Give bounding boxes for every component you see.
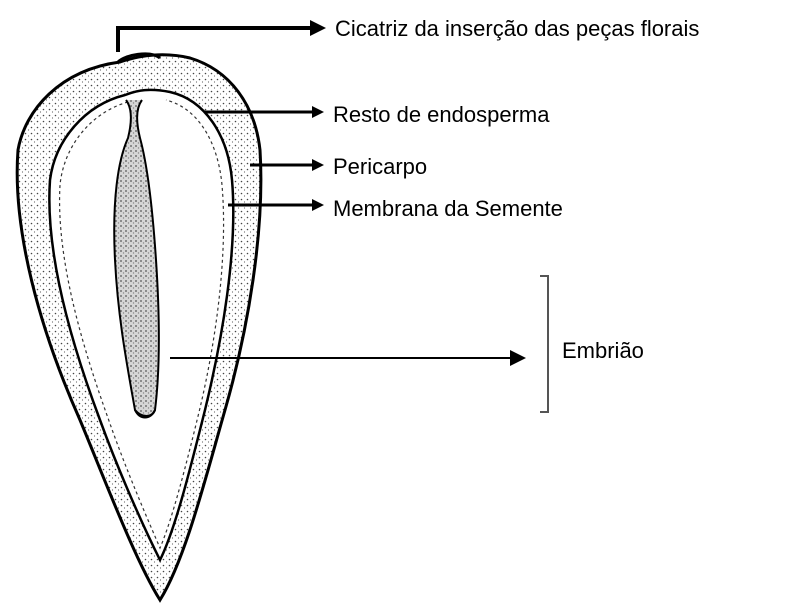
seed-membrane-pointer-arrowhead	[312, 199, 324, 211]
scar-pointer-line	[118, 28, 310, 52]
embryo-bracket	[540, 276, 548, 412]
label-endosperm: Resto de endosperma	[333, 102, 550, 127]
pericarp-pointer-arrowhead	[312, 159, 324, 171]
label-scar: Cicatriz da inserção das peças florais	[335, 16, 699, 41]
label-pericarp: Pericarpo	[333, 154, 427, 179]
label-embryo: Embrião	[562, 338, 644, 363]
label-seed-membrane: Membrana da Semente	[333, 196, 563, 221]
scar-pointer-arrowhead	[310, 20, 326, 36]
embryo-pointer-arrowhead	[510, 350, 526, 366]
endosperm-pointer-arrowhead	[312, 106, 324, 118]
